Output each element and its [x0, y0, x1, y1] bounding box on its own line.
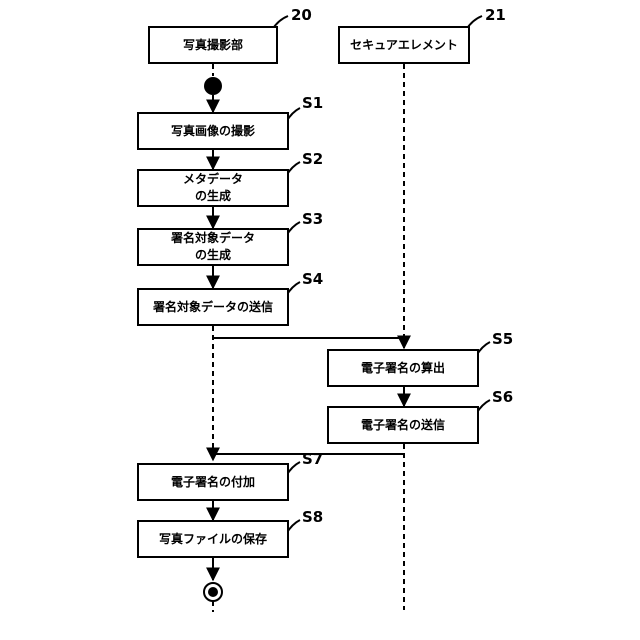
- step-ref-s3: S3: [302, 210, 323, 228]
- step-s1-box: 写真画像の撮影: [137, 112, 289, 150]
- step-s6-box: 電子署名の送信: [327, 406, 479, 444]
- end-node-inner: [208, 587, 218, 597]
- step-ref-s4: S4: [302, 270, 323, 288]
- step-s7-box: 電子署名の付加: [137, 463, 289, 501]
- step-ref-s5: S5: [492, 330, 513, 348]
- camera-lane-box: 写真撮影部: [148, 26, 278, 64]
- secure-element-lane-box: セキュアエレメント: [338, 26, 470, 64]
- step-ref-s2: S2: [302, 150, 323, 168]
- step-s4-box: 署名対象データの送信: [137, 288, 289, 326]
- step-s8-box: 写真ファイルの保存: [137, 520, 289, 558]
- step-s2-box: メタデータ の生成: [137, 169, 289, 207]
- step-ref-s6: S6: [492, 388, 513, 406]
- step-ref-s7: S7: [302, 450, 323, 468]
- ref-number-21: 21: [485, 6, 506, 24]
- step-ref-s1: S1: [302, 94, 323, 112]
- start-node: [204, 77, 222, 95]
- step-s3-box: 署名対象データ の生成: [137, 228, 289, 266]
- step-ref-s8: S8: [302, 508, 323, 526]
- ref-number-20: 20: [291, 6, 312, 24]
- step-s5-box: 電子署名の算出: [327, 349, 479, 387]
